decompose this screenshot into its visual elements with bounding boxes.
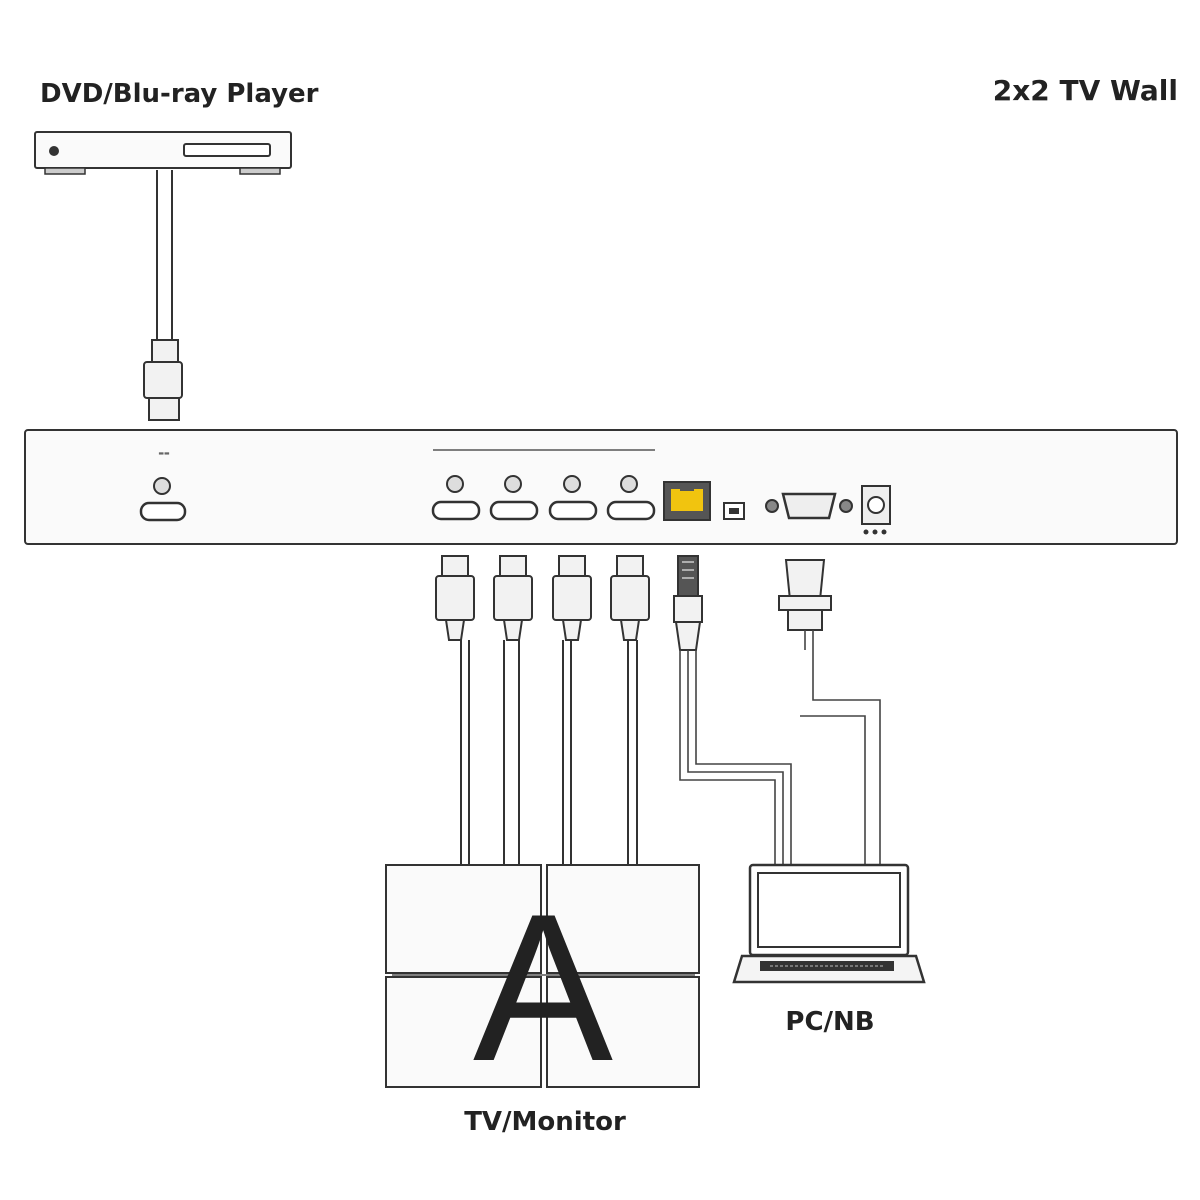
dc-power-port (861, 485, 891, 535)
computer-label: PC/NB (785, 1007, 874, 1037)
rs232-port (765, 492, 853, 520)
lan-cable (673, 555, 792, 865)
display-label: TV/Monitor (464, 1107, 626, 1137)
rj45-port (663, 481, 711, 521)
laptop-icon (732, 863, 926, 984)
hdmi-output-ports (431, 475, 656, 521)
hdmi-output-cables (435, 555, 650, 865)
rs232-cable (778, 559, 881, 865)
video-wall-processor-icon: ▬▬ (24, 429, 1178, 545)
wall-title: 2x2 TV Wall (993, 74, 1178, 107)
svg-text:▬▬: ▬▬ (158, 450, 170, 457)
usb-port (723, 502, 745, 520)
dvd-player-icon (34, 131, 292, 175)
wall-letter: A (473, 870, 613, 1105)
hdmi-input-cable (143, 170, 183, 421)
source-label: DVD/Blu-ray Player (40, 79, 319, 109)
tv-wall-icon: A (385, 864, 700, 1105)
